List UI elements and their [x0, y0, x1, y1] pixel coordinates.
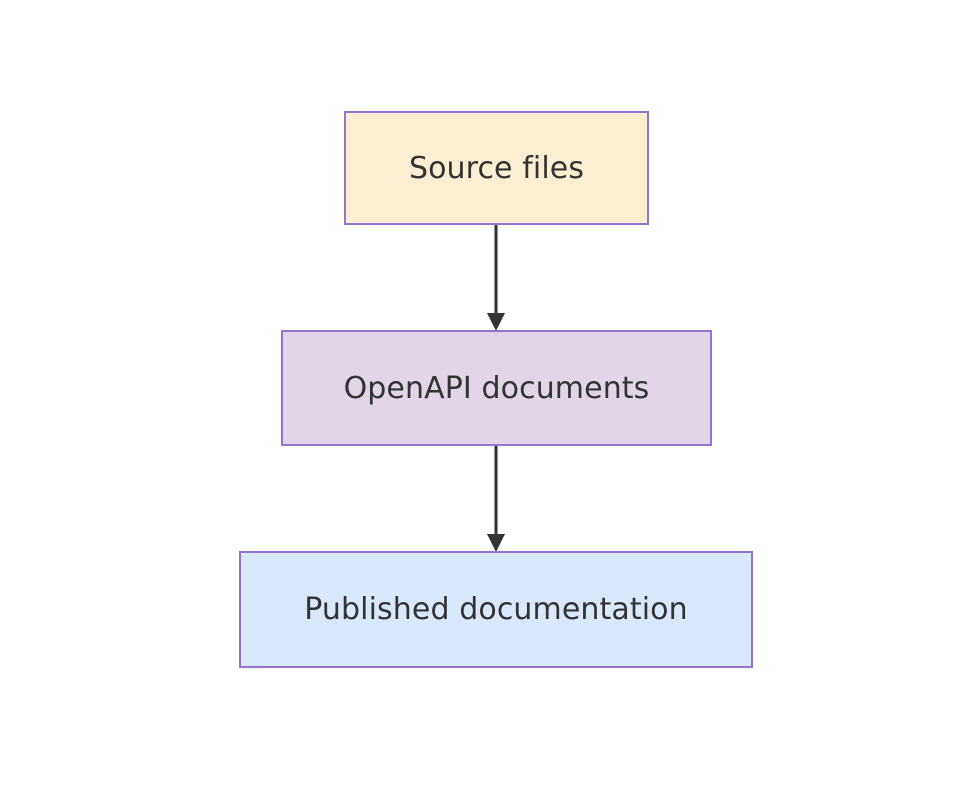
node-source-files-label: Source files [408, 150, 585, 186]
node-openapi-documents-label: OpenAPI documents [343, 370, 650, 406]
edge-source-to-openapi-arrowhead [487, 313, 505, 331]
edge-openapi-to-published [487, 446, 505, 552]
edge-source-to-openapi [487, 225, 505, 331]
node-published-documentation-label: Published documentation [304, 592, 688, 627]
node-published-documentation[interactable]: Published documentation [239, 551, 753, 668]
node-openapi-documents[interactable]: OpenAPI documents [281, 330, 712, 446]
node-source-files[interactable]: Source files [344, 111, 649, 225]
edge-openapi-to-published-arrowhead [487, 534, 505, 552]
